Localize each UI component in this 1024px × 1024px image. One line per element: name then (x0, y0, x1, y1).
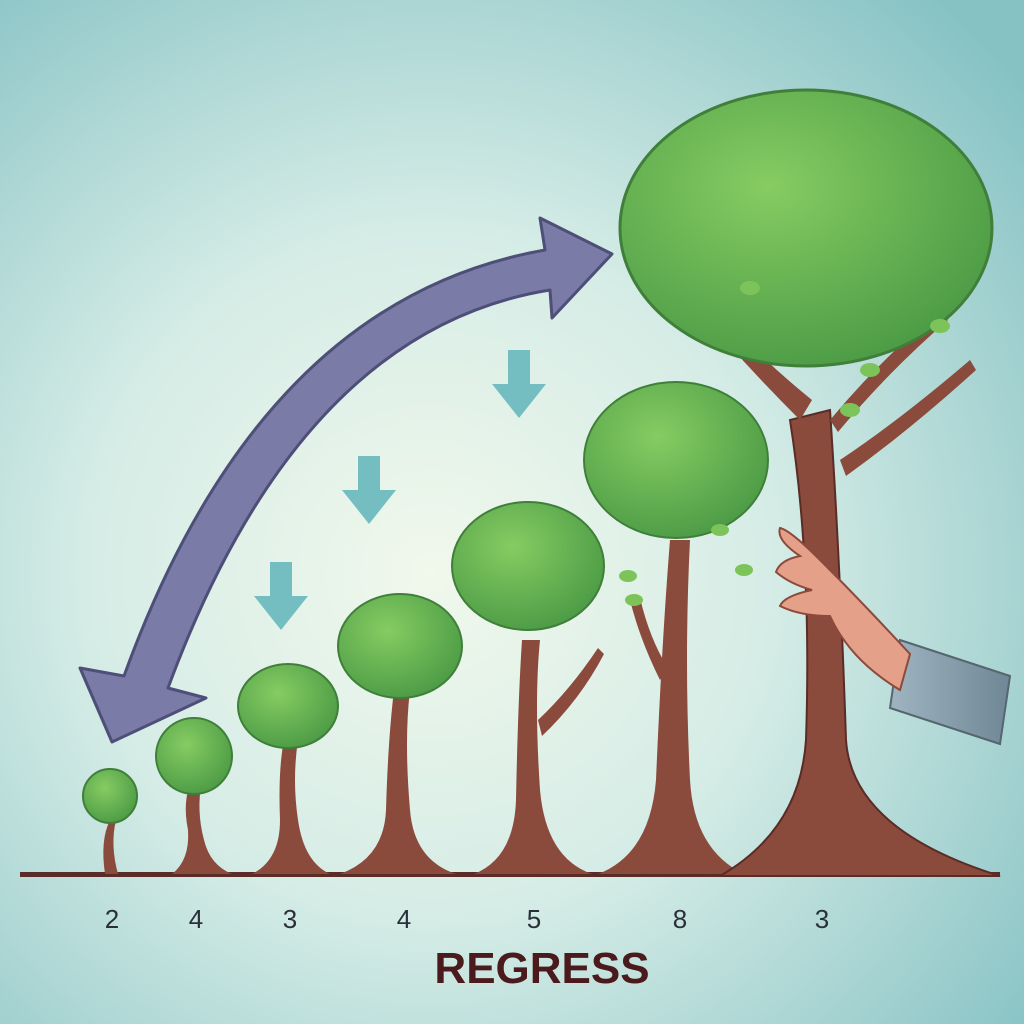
tree-5 (451, 501, 605, 874)
down-arrow-icon (254, 562, 308, 630)
step-label: 8 (672, 904, 688, 934)
step-label: 3 (282, 904, 298, 934)
large-curved-arrow (78, 216, 614, 744)
ground-line (20, 872, 1000, 877)
page-title: REGRESS (434, 944, 650, 993)
step-label: 3 (814, 904, 830, 934)
tree-3 (237, 663, 339, 874)
step-label: 5 (526, 904, 542, 934)
tree-7 (618, 88, 1001, 877)
tree-6 (583, 381, 769, 874)
tree-1 (82, 768, 138, 874)
down-arrow-icon (342, 456, 396, 524)
tree-2 (155, 717, 233, 874)
step-label: 4 (188, 904, 204, 934)
step-label: 2 (104, 904, 120, 934)
tree-4 (337, 593, 463, 874)
down-arrow-icon (492, 350, 546, 418)
hand-icon (774, 526, 1012, 746)
step-label: 4 (396, 904, 412, 934)
